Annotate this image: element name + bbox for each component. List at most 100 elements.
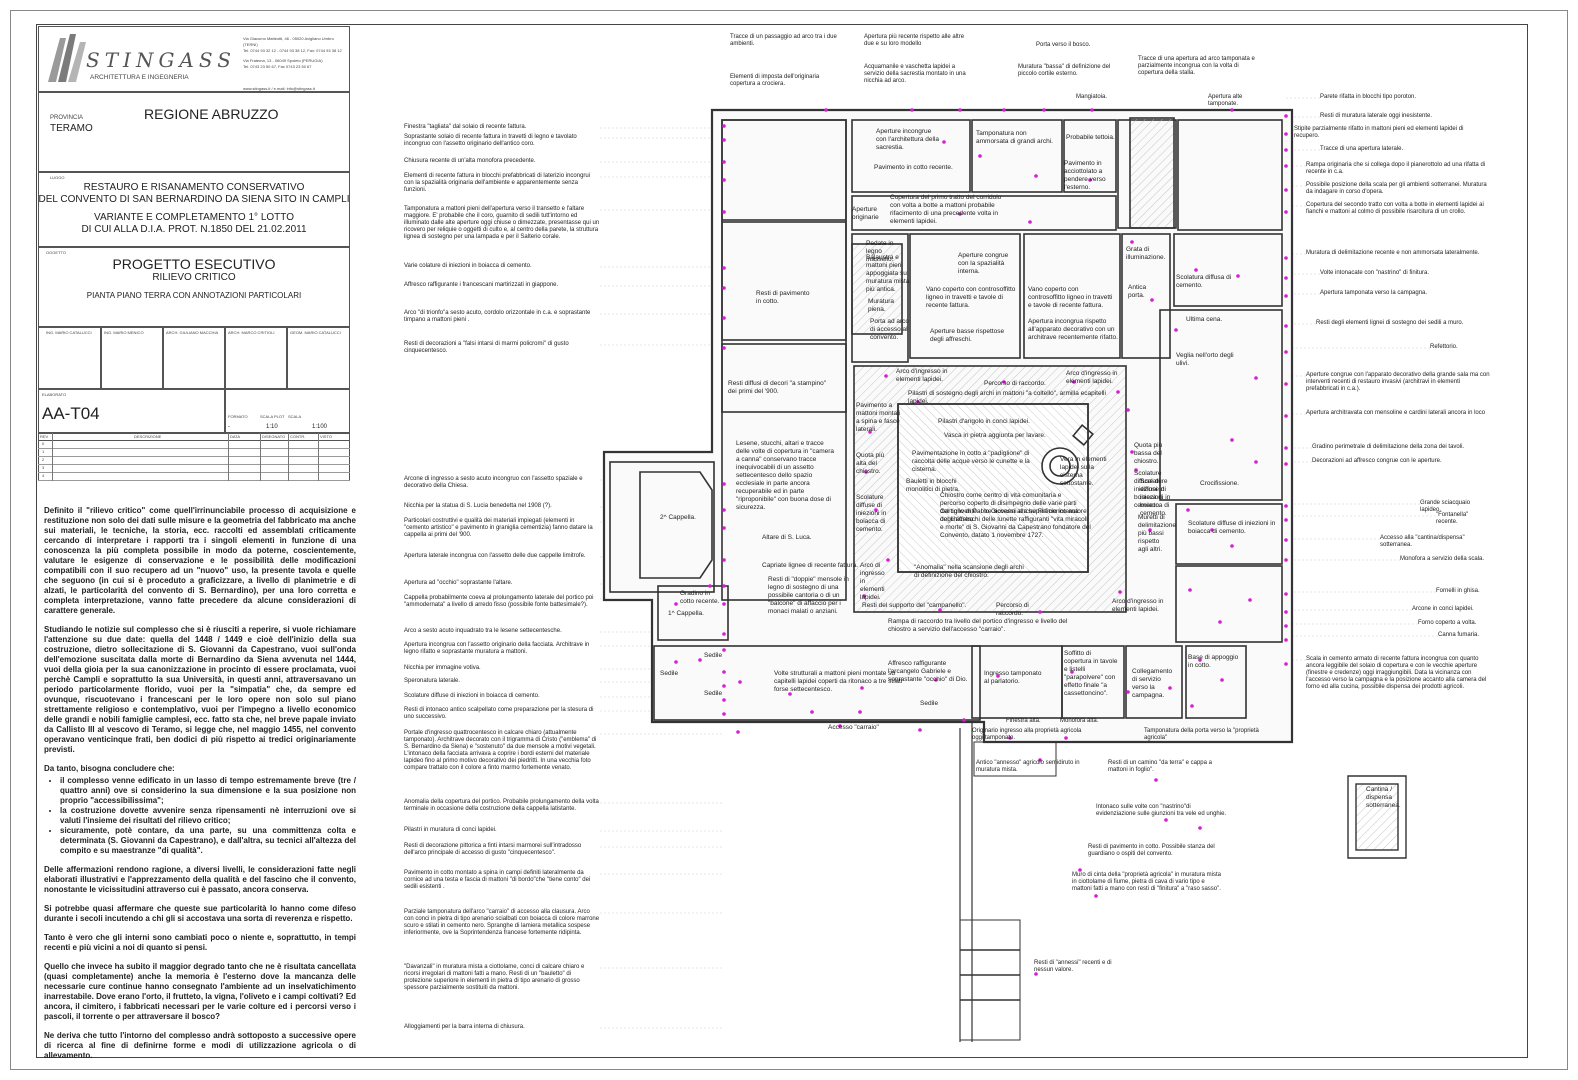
note-right: Rampa originaria che si collega dopo il … [1306, 162, 1486, 175]
room-label: Pavimentazione in cotto a "padiglione" d… [912, 450, 1030, 473]
annotation-marker [1038, 610, 1042, 614]
note-left: Resti di decorazione pittorica a finti i… [404, 843, 582, 856]
room-label: Affresco raffigurante l'arcangelo Gabrie… [888, 660, 968, 683]
room-label: Vasca in pietra aggiunta per lavare. [944, 432, 1046, 439]
annotation-marker [722, 138, 726, 142]
formato-value: - [228, 424, 230, 430]
paragraph: Quello che invece ha subito il maggior d… [44, 962, 356, 1021]
annotation-marker [1284, 610, 1288, 614]
annotation-marker [1186, 508, 1190, 512]
bullet-item: sicuramente, potè contare, da una parte,… [60, 826, 356, 856]
address-line: Tel. 0743 23 50 67, Fax 0743 23 50 67 [243, 64, 312, 69]
firm-name: STINGASS [86, 48, 236, 72]
scala-label: SCALA [288, 414, 302, 419]
annotation-marker [1130, 450, 1134, 454]
room-label: Scolatura diffusa di cemento. [1176, 274, 1232, 289]
annotation-marker [1284, 294, 1288, 298]
revision-header-cell: VISTO [320, 434, 332, 439]
note-right: Arcone in conci lapidei. [1412, 606, 1474, 612]
annotation-marker [736, 730, 740, 734]
annotation-marker [722, 526, 726, 530]
room-label: Apertura incongrua rispetto all'apparato… [1028, 318, 1118, 341]
phase-title: PROGETTO ESECUTIVO [112, 256, 276, 272]
annotation-marker [722, 346, 726, 350]
annotation-marker [1284, 148, 1288, 152]
bullet-item: il complesso venne edificato in un lasso… [60, 776, 356, 806]
note-left: Tamponatura a mattoni pieni dell'apertur… [404, 206, 600, 240]
project-title: RESTAURO E RISANAMENTO CONSERVATIVO DEL … [38, 182, 350, 236]
room-label: Chiostro come centro di vita comunitaria… [940, 492, 1079, 523]
room-label: Pavimento a mattoni montati a spina e fa… [856, 402, 901, 433]
room-label: Gradino in cotto recente. [680, 590, 720, 605]
room-label: Aperture basse rispettose degli affresch… [930, 328, 1005, 343]
note-top: Porta verso il bosco. [1036, 42, 1091, 48]
room-label: Sedile [660, 670, 679, 677]
note-left: Particolari costruttivi e qualità dei ma… [404, 518, 593, 538]
note-right: Muratura di delimitazione recente e non … [1306, 250, 1480, 256]
room-label: Balaustra e mattoni pieni appoggiata su … [866, 254, 910, 293]
room-label: Muratura piena. [868, 298, 895, 313]
annotation-marker [722, 286, 726, 290]
annotation-marker [722, 712, 726, 716]
annotation-marker [1078, 868, 1082, 872]
inner-walls [609, 117, 1283, 1042]
room-label: Ultima cena. [1186, 316, 1223, 323]
annotation-marker [886, 558, 890, 562]
annotation-marker [916, 400, 920, 404]
room-label: Percorso di raccordo. [984, 380, 1046, 387]
formato-label: FORMATO [228, 414, 248, 419]
room-label: Lesene, stucchi, altari e tracce delle v… [736, 440, 835, 511]
annotation-marker [978, 154, 982, 158]
note-top: Apertura alte tamponate. [1208, 94, 1243, 107]
project-box [38, 172, 350, 247]
annotation-marker [722, 266, 726, 270]
annotation-marker [1284, 256, 1288, 260]
annotation-marker [884, 374, 888, 378]
note-right: Resti di muratura laterale oggi inesiste… [1320, 113, 1433, 119]
revision-number: 3 [42, 465, 45, 470]
note-right: Fornelli in ghisa. [1436, 588, 1480, 594]
room-label: Base di appoggio in cotto. [1188, 654, 1239, 669]
annotation-marker [1284, 164, 1288, 168]
divider [100, 327, 102, 389]
annotation-marker [824, 108, 828, 112]
room-label: Collegamento di servizio verso la campag… [1132, 668, 1173, 699]
annotation-marker [722, 160, 726, 164]
note-left: Pilastri in muratura di conci lapidei. [404, 827, 497, 833]
note-bottom: Antico "annesso" agricolo semidiruto in … [976, 760, 1080, 773]
annotation-marker [1198, 826, 1202, 830]
room-label: Scolature diffuse di iniezioni in boiacc… [1134, 470, 1165, 509]
room-label: Sedile [920, 700, 939, 707]
note-left: Anomalia della copertura del portico. Pr… [404, 799, 599, 812]
paragraph: Definito il "rilievo critico" come quell… [44, 506, 356, 615]
room-label: Porta ad arco di accesso al convento. [870, 318, 910, 341]
note-left: Apertura incongrua con l'assetto origina… [404, 642, 590, 655]
revision-header-cell: DATA [230, 434, 241, 439]
note-left: Pavimento in cotto montato a spina in ca… [404, 870, 591, 890]
divider [52, 433, 53, 481]
drawing-code: AA-T04 [42, 404, 100, 423]
person-label: ARCH. MARCO CRITIOLI [228, 330, 275, 335]
annotation-marker [874, 508, 878, 512]
revision-row: 3 [38, 464, 350, 473]
note-top: Elementi di imposta dell'originaria cope… [730, 74, 820, 87]
annotation-marker [1034, 174, 1038, 178]
annotation-marker [1284, 188, 1288, 192]
annotation-marker [1230, 438, 1234, 442]
annotation-marker [1064, 736, 1068, 740]
annotation-marker [1284, 624, 1288, 628]
annotation-marker [674, 660, 678, 664]
room-label: Bauletti in blocchi monolitici di pietra… [906, 478, 960, 493]
note-bottom: Intonaco sulle volte con "nastrino"di ev… [1096, 804, 1227, 817]
annotation-marker [858, 710, 862, 714]
project-title-line: VARIANTE E COMPLETAMENTO 1° LOTTO [94, 212, 294, 223]
room-label: Copertura del primo tratto del corridoio… [890, 194, 1002, 225]
annotation-marker [1254, 460, 1258, 464]
room-label: Arco d'ingresso in elementi lapidei. [896, 368, 948, 383]
room-label: Volte strutturali a mattoni pieni montat… [774, 670, 903, 693]
note-left: Affresco raffigurante i francescani mart… [404, 282, 559, 288]
room-label: Arco di ingresso in elementi lapidei. [860, 562, 885, 601]
revision-row: 2 [38, 456, 350, 465]
note-top: Muratura "bassa" di definizione del picc… [1018, 64, 1111, 77]
